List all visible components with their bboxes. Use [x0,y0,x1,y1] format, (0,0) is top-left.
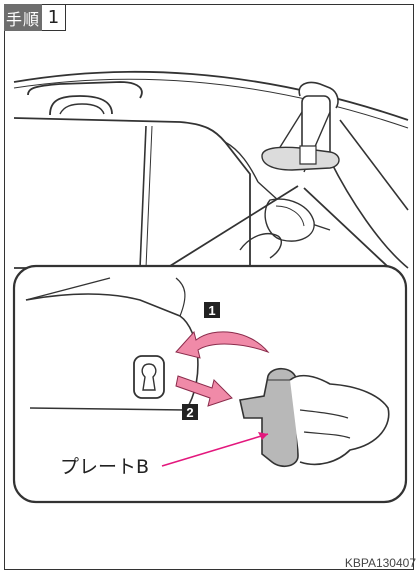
plate-b-label: プレートB [60,452,149,479]
anchor-slot [134,356,164,398]
figure-code: KBPA130407 [345,556,416,570]
marker-2-text: 2 [186,405,193,420]
marker-2: 2 [182,404,198,420]
marker-1: 1 [204,302,220,318]
marker-1-text: 1 [208,303,215,318]
